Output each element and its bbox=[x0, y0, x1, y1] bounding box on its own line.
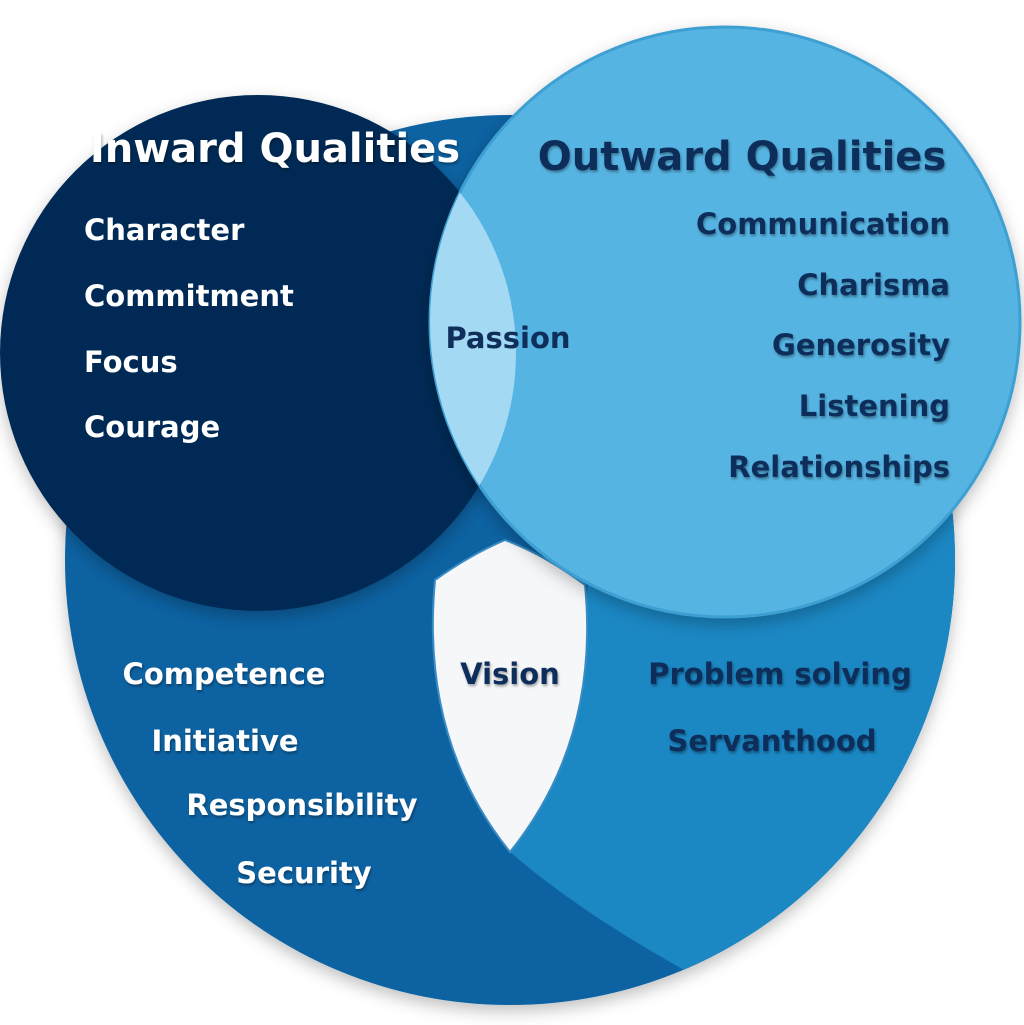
inward-item: Character bbox=[84, 213, 245, 247]
outward-item: Listening bbox=[799, 389, 950, 423]
bottom-left-item: Competence bbox=[123, 657, 326, 691]
inward-item: Courage bbox=[84, 410, 220, 444]
inward-circle bbox=[0, 95, 516, 611]
bottom-left-item: Responsibility bbox=[186, 788, 417, 822]
bottom-left-item: Initiative bbox=[151, 724, 298, 758]
bottom-right-item: Servanthood bbox=[667, 724, 876, 758]
inward-item: Commitment bbox=[84, 279, 294, 313]
bottom-left-item: Security bbox=[236, 856, 371, 890]
vision-region bbox=[431, 538, 589, 854]
outward-item: Communication bbox=[696, 207, 950, 241]
inward-item: Focus bbox=[84, 345, 178, 379]
outward-item: Relationships bbox=[728, 450, 950, 484]
vision-label: Vision bbox=[460, 657, 560, 691]
bottom-right-item: Problem solving bbox=[648, 657, 912, 691]
outward-title: Outward Qualities bbox=[538, 134, 947, 180]
passion-label: Passion bbox=[445, 321, 570, 355]
inward-title: Inward Qualities bbox=[90, 126, 460, 172]
outward-item: Charisma bbox=[797, 268, 950, 302]
outward-item: Generosity bbox=[772, 328, 950, 362]
